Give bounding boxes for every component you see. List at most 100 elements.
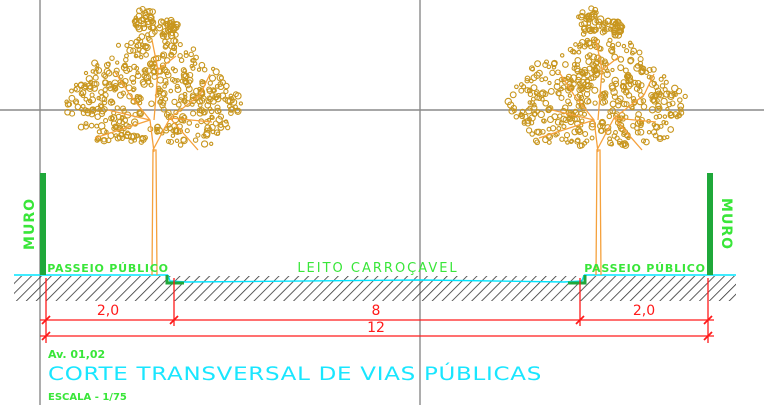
leaf-mark (215, 131, 221, 136)
leaf-mark (124, 42, 130, 48)
leaf-mark (588, 44, 594, 50)
leaf-mark (606, 113, 613, 120)
leaf-mark (163, 96, 169, 102)
leaf-mark (113, 133, 119, 138)
label-muro-right: MURO (718, 198, 734, 250)
leaf-mark (510, 104, 517, 112)
tree-left (64, 5, 244, 276)
leaf-mark (563, 132, 571, 139)
leaf-mark (80, 93, 86, 99)
leaf-mark (74, 100, 79, 105)
leaf-mark (533, 90, 539, 96)
leaf-mark (660, 97, 668, 106)
leaf-mark (637, 128, 645, 136)
leaf-mark (174, 138, 180, 144)
leaf-mark (170, 133, 176, 138)
leaf-mark (120, 120, 126, 126)
leaf-mark (116, 124, 124, 132)
leaf-mark (667, 110, 674, 117)
leaf-mark (169, 52, 175, 58)
leaf-mark (234, 92, 242, 100)
leaf-mark (659, 83, 666, 89)
leaf-mark (174, 86, 182, 94)
leaf-mark (215, 92, 222, 99)
leaf-mark (175, 78, 180, 83)
label-leito-carrocavel: LEITO CARROÇAVEL (297, 261, 458, 276)
walls (40, 173, 713, 275)
leaf-mark (585, 58, 593, 66)
leaf-mark (549, 69, 556, 76)
leaf-mark (209, 141, 214, 146)
leaf-mark (163, 68, 171, 76)
leaf-mark (199, 79, 205, 85)
leaf-mark (80, 110, 87, 116)
leaf-mark (621, 87, 627, 93)
leaf-mark (521, 120, 527, 126)
leaf-mark (620, 24, 626, 30)
leaf-mark (549, 125, 557, 132)
leaf-mark (575, 102, 582, 109)
leaf-mark (622, 142, 628, 147)
leaf-mark (636, 49, 643, 56)
leaf-mark (620, 100, 628, 108)
leaf-mark (588, 82, 594, 89)
leaf-mark (172, 31, 179, 38)
leaf-mark (612, 29, 617, 34)
leaf-mark (88, 79, 94, 85)
leaf-mark (157, 99, 164, 106)
leaf-mark (179, 117, 186, 124)
leaf-mark (576, 49, 582, 55)
leaf-mark (663, 90, 671, 98)
leaf-mark (148, 61, 154, 67)
leaf-mark (95, 67, 103, 74)
leaf-mark (682, 93, 688, 100)
dim-total: 12 (367, 320, 385, 336)
leaf-mark (200, 140, 209, 148)
leaf-mark (650, 66, 657, 73)
leaf-mark (211, 88, 217, 93)
leaf-mark (599, 119, 605, 126)
leaf-mark (537, 110, 545, 119)
leaf-mark (610, 46, 616, 51)
leaf-mark (596, 15, 605, 23)
leaf-mark (665, 106, 670, 112)
leaf-mark (551, 59, 558, 67)
leaf-mark (559, 53, 565, 58)
leaf-mark (590, 53, 598, 61)
leaf-mark (64, 101, 72, 108)
leaf-mark (154, 123, 161, 131)
leaf-mark (96, 129, 102, 135)
leaf-mark (574, 126, 583, 134)
leaf-mark (591, 39, 596, 44)
leaf-mark (94, 113, 101, 120)
leaf-mark (624, 48, 630, 54)
leaf-mark (527, 105, 533, 111)
leaf-mark (217, 108, 222, 114)
curb-right (568, 275, 587, 285)
leaf-mark (170, 128, 176, 134)
leaf-mark (88, 110, 96, 118)
leaf-mark (102, 87, 108, 93)
leaf-mark (590, 74, 597, 81)
leaf-mark (115, 60, 120, 65)
leaf-mark (658, 76, 664, 82)
leaf-mark (530, 84, 538, 92)
leaf-mark (663, 79, 669, 85)
leaf-mark (130, 97, 138, 105)
leaf-mark (636, 87, 643, 94)
leaf-mark (172, 38, 179, 44)
leaf-mark (604, 17, 612, 25)
leaf-mark (183, 50, 189, 55)
leaf-mark (541, 118, 546, 123)
leaf-mark (562, 104, 569, 111)
leaf-mark (98, 94, 106, 102)
leaf-mark (218, 122, 224, 128)
leaf-mark (611, 24, 619, 32)
leaf-mark (195, 132, 201, 138)
leaf-mark (95, 63, 100, 68)
curbs (165, 275, 587, 285)
curb-left (165, 275, 184, 285)
leaf-mark (164, 81, 169, 86)
leaf-mark (576, 80, 583, 87)
leaf-mark (200, 109, 207, 116)
